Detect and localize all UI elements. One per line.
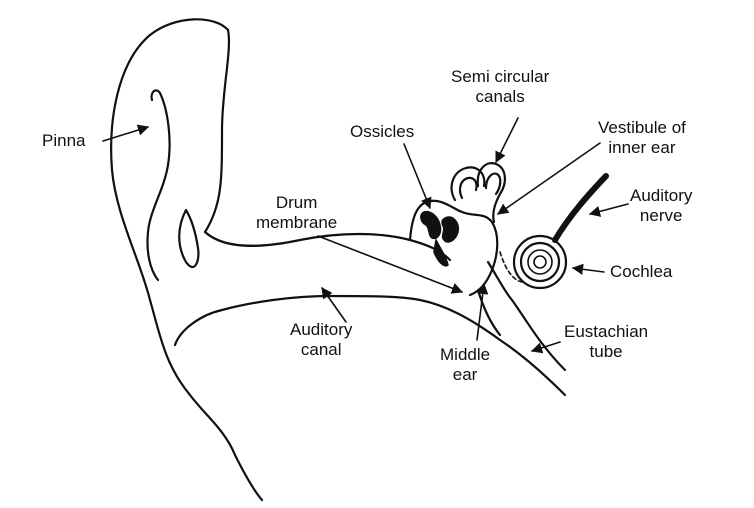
label-canal-line2: canal [290, 340, 352, 360]
label-middle-line2: ear [440, 365, 490, 385]
label-cochlea: Cochlea [610, 262, 672, 282]
label-nerve-line1: Auditory [630, 186, 692, 206]
label-vestibule-line1: Vestibule of [598, 118, 686, 138]
label-drum-line1: Drum [256, 193, 337, 213]
label-pinna-text: Pinna [42, 131, 85, 151]
ossicles-arrow [404, 144, 430, 208]
label-ossicles-text: Ossicles [350, 122, 414, 142]
label-eustachian-line1: Eustachian [564, 322, 648, 342]
ossicles-shape [421, 212, 459, 266]
drum-arrow [318, 236, 462, 292]
label-canal-line1: Auditory [290, 320, 352, 340]
label-eustachian-tube: Eustachian tube [564, 322, 648, 362]
label-auditory-canal: Auditory canal [290, 320, 352, 360]
pinna-arrow [103, 127, 148, 141]
semicircular-arrow [496, 118, 518, 162]
label-semicircular-canals: Semi circular canals [451, 67, 549, 107]
auditory-nerve-shape [555, 176, 606, 240]
label-auditory-nerve: Auditory nerve [630, 186, 692, 226]
label-middle-line1: Middle [440, 345, 490, 365]
cochlea-arrow [573, 268, 604, 272]
canal-arrow [322, 288, 346, 322]
label-vestibule: Vestibule of inner ear [598, 118, 686, 158]
label-semicircular-line2: canals [451, 87, 549, 107]
label-nerve-line2: nerve [630, 206, 692, 226]
label-eustachian-line2: tube [564, 342, 648, 362]
label-pinna: Pinna [42, 131, 85, 151]
nerve-arrow [590, 204, 628, 214]
label-cochlea-text: Cochlea [610, 262, 672, 282]
cochlea-shape [500, 236, 566, 288]
label-drum-membrane: Drum membrane [256, 193, 337, 233]
label-semicircular-line1: Semi circular [451, 67, 549, 87]
label-middle-ear: Middle ear [440, 345, 490, 385]
label-drum-line2: membrane [256, 213, 337, 233]
semicircular-canals-shape [452, 163, 505, 222]
label-ossicles: Ossicles [350, 122, 414, 142]
label-vestibule-line2: inner ear [598, 138, 686, 158]
